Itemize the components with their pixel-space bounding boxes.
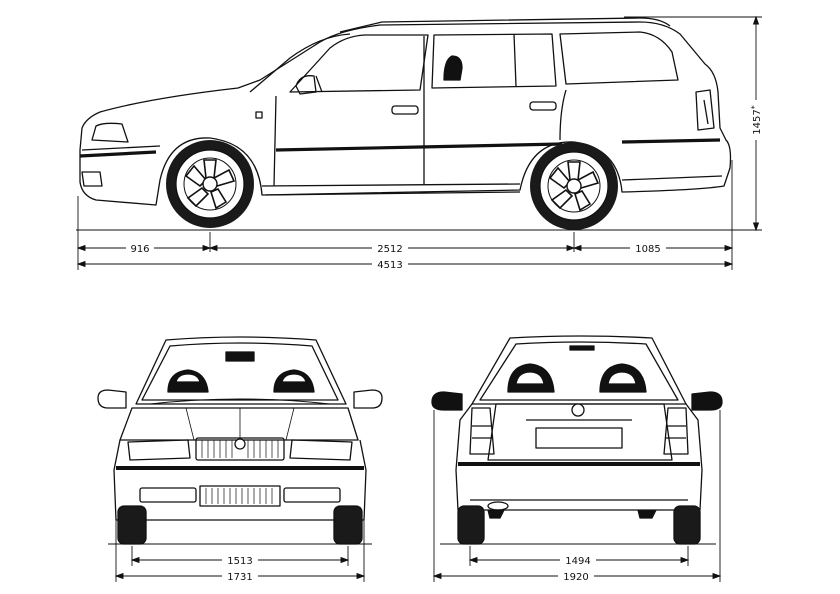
dim-front-overhang: 916 [130,244,149,255]
rear-mirror-right [691,391,723,411]
rear-tailgate [487,403,673,461]
front-headlight-right [289,439,353,461]
rear-plate [535,427,623,449]
side-body-outline [79,21,732,206]
side-dimension-lines [76,15,762,270]
side-roof-rail [339,17,671,33]
side-window-quarter [559,31,679,85]
side-mirror [295,75,317,95]
front-headlight-left [127,439,191,461]
rear-tire-left [457,505,485,545]
side-moulding [275,142,563,152]
side-headrest [443,55,463,81]
front-tire-right [333,505,363,545]
front-badge [234,438,246,450]
front-view [97,336,383,545]
side-front-wheel [166,140,254,228]
dim-height: 1457* [750,105,763,134]
side-window-rear [431,33,557,89]
side-sill [261,183,521,196]
rear-mirror-left [431,391,463,411]
front-mirror-right [353,389,383,409]
front-grille [195,437,285,461]
rear-view [431,335,723,545]
front-hood [119,407,359,441]
side-view [79,17,732,206]
dim-overall-length: 4513 [377,260,402,271]
side-front-door [273,95,277,187]
dim-front-track: 1513 [227,556,252,567]
dim-wheelbase: 2512 [377,244,402,255]
side-front-handle [391,105,419,115]
front-tire-left [117,505,147,545]
rear-roof [471,335,687,405]
side-b-pillar-divider [513,33,517,87]
front-mirror-left [97,389,127,409]
dim-height-suffix: * [750,105,759,109]
side-window-front [289,34,429,93]
rear-tire-right [673,505,701,545]
front-lower-grille [199,485,281,507]
dim-height-value: 1457 [752,109,763,134]
side-windshield [249,33,351,93]
rear-taillight-right [663,407,689,455]
dim-rear-track: 1494 [565,556,590,567]
side-headlight [91,122,129,143]
side-rear-door [559,89,567,141]
rear-badge [571,403,585,417]
dim-mirror-width: 1920 [563,572,588,583]
side-rear-handle [529,101,557,111]
side-taillight [695,89,715,131]
dim-body-width: 1731 [227,572,252,583]
side-rear-wheel [530,142,618,230]
front-roof [135,336,347,405]
dim-rear-overhang: 1085 [635,244,660,255]
rear-taillight-left [469,407,495,455]
